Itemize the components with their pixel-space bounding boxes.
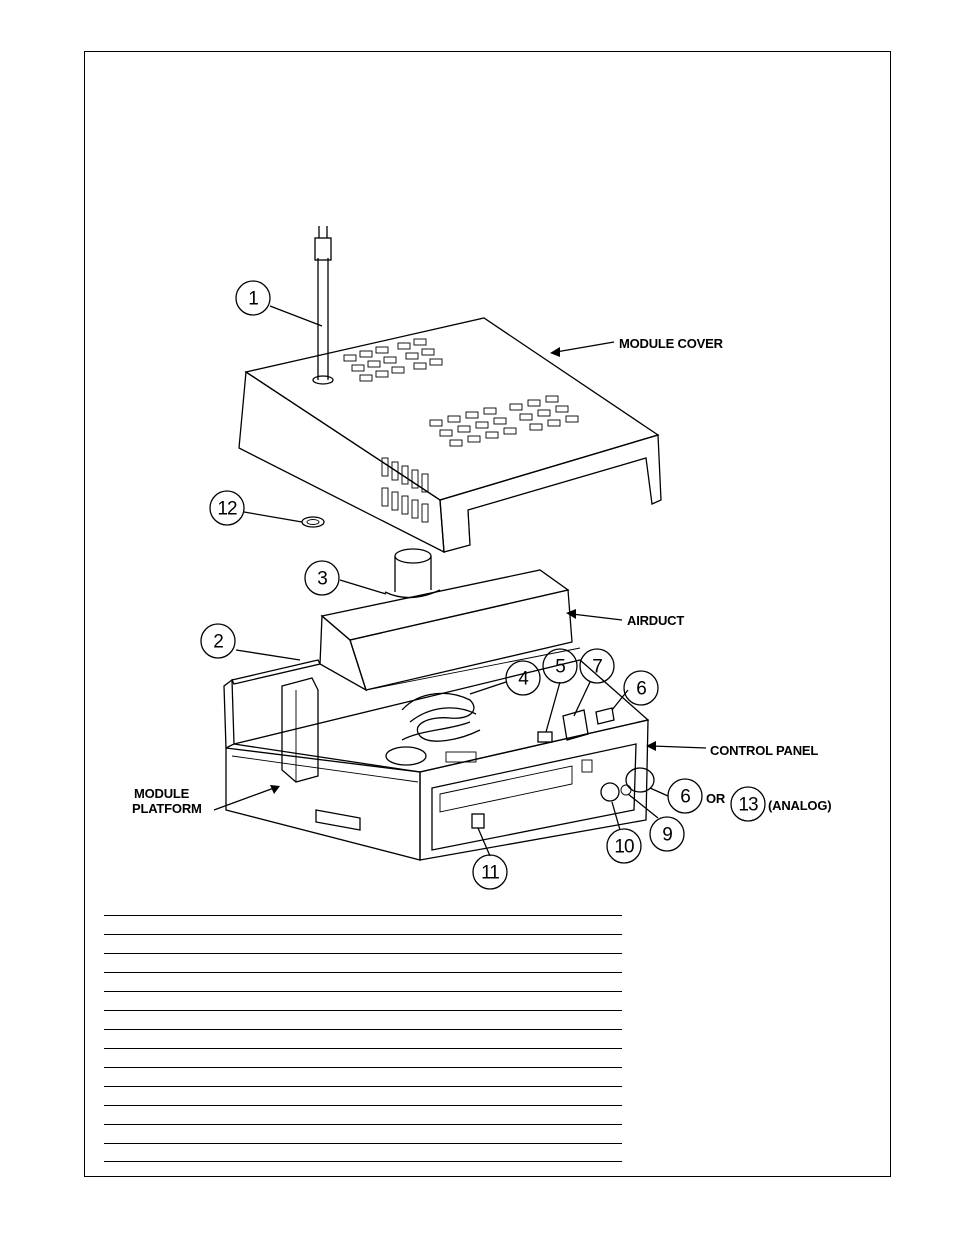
grommet [301, 516, 325, 528]
control-panel [419, 719, 655, 861]
airduct [319, 569, 581, 692]
table-rule [104, 1143, 622, 1144]
label-control-panel: CONTROL PANEL [710, 743, 818, 758]
leader-lines [235, 305, 669, 857]
callout-1-number: 1 [248, 289, 258, 310]
callout-11-number: 11 [481, 863, 499, 884]
table-rule [104, 1067, 622, 1068]
callout-12-number: 12 [217, 499, 237, 520]
blower-fitting [384, 548, 441, 599]
callout-5-number: 5 [555, 657, 565, 678]
callout-6-panel-number: 6 [680, 787, 690, 808]
callout-3: 3 [304, 560, 340, 596]
table-rule [104, 1029, 622, 1030]
callout-2: 2 [200, 623, 236, 659]
label-analog: (ANALOG) [768, 798, 831, 813]
callout-4: 4 [505, 660, 541, 696]
table-rule [104, 972, 622, 973]
callout-7: 7 [579, 648, 615, 684]
table-rule [104, 991, 622, 992]
table-rule [104, 1010, 622, 1011]
label-or: OR [706, 791, 726, 806]
callout-11: 11 [472, 854, 508, 890]
table-rule [104, 934, 622, 935]
callout-6-top-number: 6 [636, 679, 646, 700]
table-rule [104, 1124, 622, 1125]
callout-3-number: 3 [317, 569, 327, 590]
callout-6-panel: 6 [667, 778, 703, 814]
page-frame [84, 51, 891, 1177]
callout-12: 12 [209, 490, 245, 526]
table-rule [104, 1048, 622, 1049]
callout-13-number: 13 [738, 795, 758, 816]
callout-5: 5 [542, 648, 578, 684]
label-module-cover: MODULE COVER [619, 336, 724, 351]
callout-9-number: 9 [662, 825, 672, 846]
table-rule [104, 1105, 622, 1106]
callout-4-number: 4 [518, 669, 529, 690]
callout-1: 1 [235, 280, 271, 316]
label-module-platform-line1: MODULE [134, 786, 190, 801]
table-rule [104, 953, 622, 954]
module-cover [238, 317, 662, 554]
label-airduct: AIRDUCT [627, 613, 684, 628]
label-arrows [213, 341, 707, 811]
heater-element [401, 692, 481, 742]
table-rule [104, 1161, 622, 1162]
callout-9: 9 [649, 816, 685, 852]
table-rule [104, 915, 622, 916]
power-cord [312, 226, 334, 385]
label-module-platform-line2: PLATFORM [132, 801, 202, 816]
callout-10-number: 10 [614, 837, 634, 858]
callout-13: 13 [730, 786, 766, 822]
callout-2-number: 2 [213, 632, 223, 653]
callout-7-number: 7 [592, 657, 602, 678]
callout-10: 10 [606, 828, 642, 864]
callout-6-top: 6 [623, 670, 659, 706]
table-rule [104, 1086, 622, 1087]
